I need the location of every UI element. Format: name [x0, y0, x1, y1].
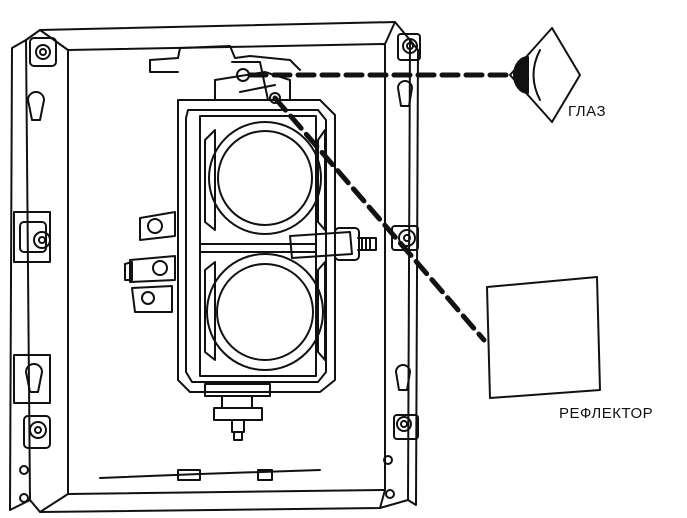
left-mounting-tabs	[13, 37, 57, 503]
sight-line-to-reflector	[272, 95, 487, 343]
reflector-panel	[486, 276, 601, 399]
bottom-clips	[99, 469, 321, 481]
mounting-plate	[9, 21, 419, 513]
eye-icon	[509, 27, 581, 123]
eye-label: ГЛАЗ	[568, 103, 607, 120]
reflector-label: РЕФЛЕКТОР	[559, 405, 654, 422]
detector-housing	[124, 45, 377, 441]
right-mounting-tabs	[383, 33, 421, 499]
